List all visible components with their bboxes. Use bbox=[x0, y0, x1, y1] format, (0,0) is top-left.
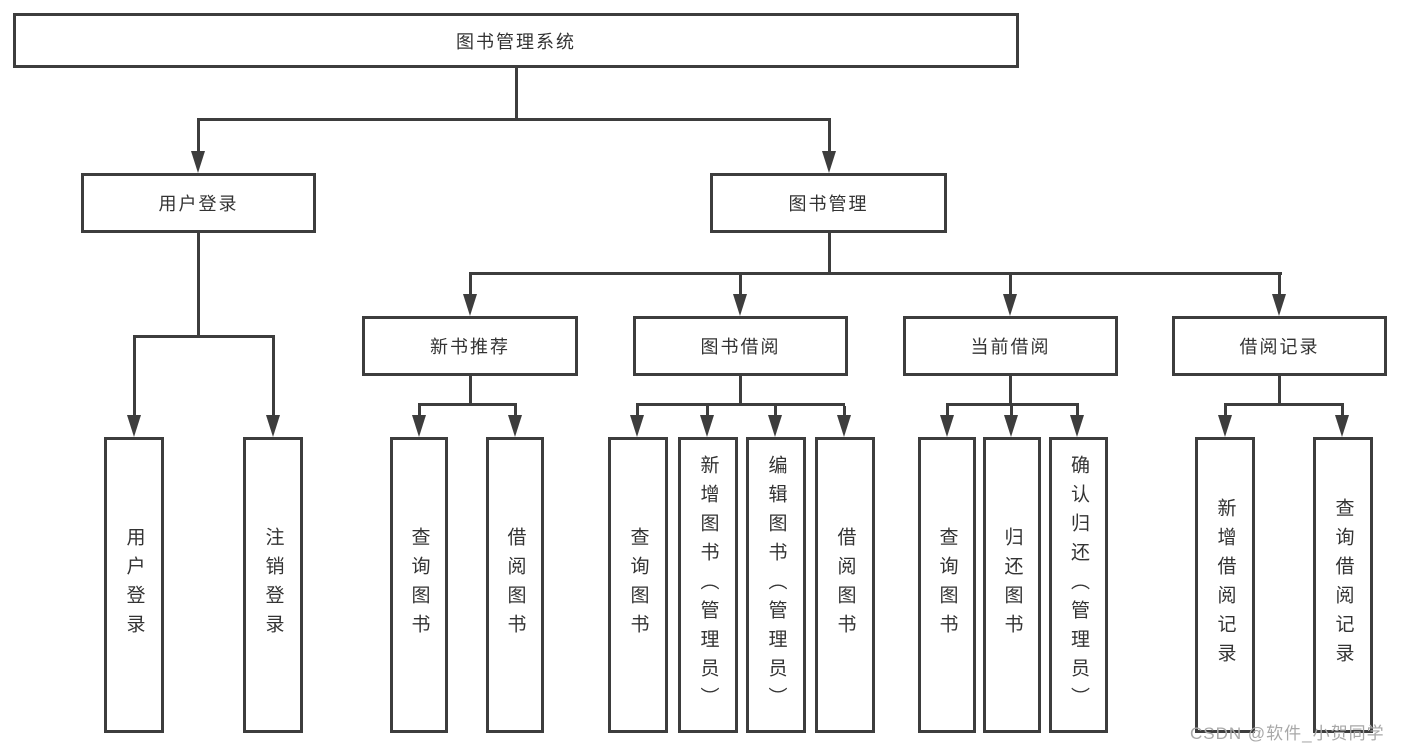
node-borrow-records: 借阅记录 bbox=[1172, 316, 1387, 376]
node-root-label: 图书管理系统 bbox=[456, 31, 576, 52]
leaf-bb-edit-books-admin: 编辑图书（管理员） bbox=[746, 437, 806, 733]
connector-line bbox=[469, 272, 1282, 275]
leaf-cb-confirm-return-admin-label: 确认归还（管理员） bbox=[1068, 454, 1089, 716]
leaf-bb-add-books-admin: 新增图书（管理员） bbox=[678, 437, 738, 733]
arrowhead-down-icon bbox=[1272, 294, 1286, 316]
connector-line bbox=[469, 275, 472, 294]
arrowhead-down-icon bbox=[1218, 415, 1232, 437]
arrowhead-down-icon bbox=[191, 151, 205, 173]
node-user-login-label: 用户登录 bbox=[158, 194, 239, 214]
connector-line bbox=[197, 118, 831, 121]
node-current-borrow: 当前借阅 bbox=[903, 316, 1118, 376]
arrowhead-down-icon bbox=[1070, 415, 1084, 437]
leaf-cb-return-books-label: 归还图书 bbox=[1001, 527, 1023, 643]
arrowhead-down-icon bbox=[1003, 294, 1017, 316]
connector-line bbox=[133, 335, 275, 338]
leaf-bb-borrow-books-label: 借阅图书 bbox=[834, 527, 856, 643]
leaf-cb-query-books-label: 查询图书 bbox=[936, 527, 958, 643]
arrowhead-down-icon bbox=[822, 151, 836, 173]
leaf-br-query-record: 查询借阅记录 bbox=[1313, 437, 1373, 733]
arrowhead-down-icon bbox=[412, 415, 426, 437]
node-root: 图书管理系统 bbox=[13, 13, 1019, 68]
connector-line bbox=[1224, 406, 1227, 417]
connector-line bbox=[418, 403, 517, 406]
leaf-bb-query-books: 查询图书 bbox=[608, 437, 668, 733]
connector-line bbox=[706, 406, 709, 417]
leaf-bb-borrow-books: 借阅图书 bbox=[815, 437, 875, 733]
node-book-borrow-label: 图书借阅 bbox=[700, 337, 781, 357]
arrowhead-down-icon bbox=[266, 415, 280, 437]
connector-line bbox=[197, 121, 200, 154]
arrowhead-down-icon bbox=[127, 415, 141, 437]
connector-line bbox=[1010, 406, 1013, 417]
connector-line bbox=[739, 376, 742, 405]
node-borrow-records-label: 借阅记录 bbox=[1239, 337, 1320, 357]
node-new-book-recommend-label: 新书推荐 bbox=[430, 337, 510, 357]
connector-line bbox=[1224, 403, 1344, 406]
connector-line bbox=[418, 406, 421, 417]
connector-line bbox=[1341, 406, 1344, 417]
node-book-management: 图书管理 bbox=[710, 173, 947, 233]
leaf-user-login-label: 用户登录 bbox=[123, 527, 145, 643]
leaf-nbr-borrow-books-label: 借阅图书 bbox=[504, 527, 526, 643]
connector-line bbox=[828, 233, 831, 274]
connector-line bbox=[739, 275, 742, 294]
leaf-bb-query-books-label: 查询图书 bbox=[627, 527, 649, 643]
connector-line bbox=[636, 406, 639, 417]
leaf-bb-add-books-admin-label: 新增图书（管理员） bbox=[697, 454, 719, 716]
node-book-management-label: 图书管理 bbox=[788, 194, 869, 214]
leaf-br-add-record-label: 新增借阅记录 bbox=[1214, 498, 1236, 672]
connector-line bbox=[469, 376, 472, 405]
leaf-cb-return-books: 归还图书 bbox=[983, 437, 1041, 733]
leaf-logout-label: 注销登录 bbox=[262, 527, 284, 643]
arrowhead-down-icon bbox=[733, 294, 747, 316]
connector-line bbox=[636, 403, 845, 406]
leaf-br-add-record: 新增借阅记录 bbox=[1195, 437, 1255, 733]
leaf-bb-edit-books-admin-label: 编辑图书（管理员） bbox=[765, 454, 787, 716]
node-new-book-recommend: 新书推荐 bbox=[362, 316, 578, 376]
node-current-borrow-label: 当前借阅 bbox=[970, 337, 1051, 357]
leaf-nbr-borrow-books: 借阅图书 bbox=[486, 437, 544, 733]
connector-line bbox=[828, 121, 831, 154]
connector-line bbox=[843, 406, 846, 417]
arrowhead-down-icon bbox=[1004, 415, 1018, 437]
connector-line bbox=[946, 406, 949, 417]
connector-line bbox=[1009, 376, 1012, 405]
connector-line bbox=[515, 68, 518, 121]
leaf-nbr-query-books-label: 查询图书 bbox=[408, 527, 430, 643]
arrowhead-down-icon bbox=[940, 415, 954, 437]
arrowhead-down-icon bbox=[630, 415, 644, 437]
connector-line bbox=[946, 403, 1079, 406]
connector-line bbox=[133, 338, 136, 415]
arrowhead-down-icon bbox=[508, 415, 522, 437]
csdn-watermark: CSDN @软件_小贺同学 bbox=[1190, 724, 1385, 743]
leaf-cb-confirm-return-admin: 确认归还（管理员） bbox=[1049, 437, 1108, 733]
connector-line bbox=[514, 406, 517, 417]
connector-line bbox=[197, 233, 200, 337]
connector-line bbox=[272, 338, 275, 415]
connector-line bbox=[1076, 406, 1079, 417]
arrowhead-down-icon bbox=[700, 415, 714, 437]
leaf-nbr-query-books: 查询图书 bbox=[390, 437, 448, 733]
leaf-user-login: 用户登录 bbox=[104, 437, 164, 733]
connector-line bbox=[1278, 275, 1281, 294]
arrowhead-down-icon bbox=[768, 415, 782, 437]
leaf-logout: 注销登录 bbox=[243, 437, 303, 733]
arrowhead-down-icon bbox=[463, 294, 477, 316]
connector-line bbox=[1009, 275, 1012, 294]
arrowhead-down-icon bbox=[1335, 415, 1349, 437]
arrowhead-down-icon bbox=[837, 415, 851, 437]
leaf-br-query-record-label: 查询借阅记录 bbox=[1332, 498, 1354, 672]
leaf-cb-query-books: 查询图书 bbox=[918, 437, 976, 733]
node-user-login: 用户登录 bbox=[81, 173, 316, 233]
node-book-borrow: 图书借阅 bbox=[633, 316, 848, 376]
connector-line bbox=[774, 406, 777, 417]
connector-line bbox=[1278, 376, 1281, 405]
